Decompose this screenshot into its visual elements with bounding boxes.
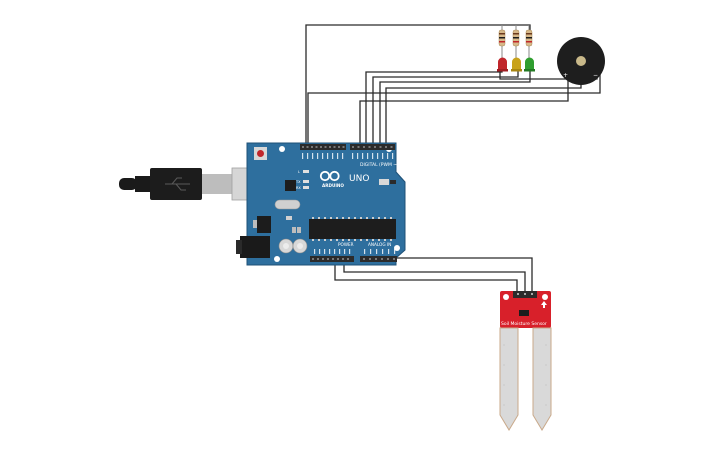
wire-sensor-vcc[interactable] bbox=[334, 259, 518, 294]
usb-strain-relief bbox=[135, 176, 153, 192]
usb-cable[interactable] bbox=[119, 167, 267, 201]
mount-hole bbox=[274, 256, 280, 262]
sensor-probe-left bbox=[499, 327, 519, 431]
arduino-uno-board[interactable]: DIGITAL (PWM ~) L TX RX ARDUINO UNO bbox=[236, 142, 406, 266]
wire-gnd-2[interactable] bbox=[359, 78, 569, 146]
voltage-regulator bbox=[257, 216, 271, 233]
wire-top[interactable] bbox=[305, 24, 531, 146]
crystal bbox=[274, 199, 301, 210]
power-jack[interactable] bbox=[240, 236, 270, 258]
sensor-probe-right bbox=[532, 327, 552, 431]
board-model: UNO bbox=[349, 174, 369, 184]
led-tx bbox=[303, 180, 309, 183]
power-jack-lip bbox=[236, 240, 242, 254]
sensor-hole bbox=[503, 294, 509, 300]
regulator-tab bbox=[253, 220, 257, 228]
usb-cable-end bbox=[119, 178, 137, 190]
wire-led-yellow[interactable] bbox=[372, 70, 519, 146]
smd-part bbox=[297, 227, 301, 233]
atmega-pins bbox=[312, 217, 392, 241]
sensor-hole bbox=[542, 294, 548, 300]
led-rx bbox=[303, 186, 309, 189]
reset-button-cap bbox=[257, 150, 264, 157]
buzzer-plus-label: + bbox=[563, 72, 568, 79]
rx-label: RX bbox=[296, 186, 301, 190]
sensor-chip bbox=[519, 310, 529, 316]
capacitor-top bbox=[297, 243, 303, 249]
sensor-label: Soil Moisture Sensor bbox=[501, 321, 547, 327]
resistor-green[interactable] bbox=[525, 25, 533, 60]
piezo-buzzer[interactable]: + − bbox=[557, 37, 605, 85]
icsp-pins bbox=[390, 180, 396, 184]
analog-label: ANALOG IN bbox=[368, 242, 391, 247]
header-top-right bbox=[350, 144, 395, 150]
led-green[interactable] bbox=[524, 57, 535, 72]
usb-chip bbox=[285, 180, 296, 191]
l-label: L bbox=[298, 170, 300, 174]
tx-label: TX bbox=[295, 180, 301, 184]
pin-label-marks bbox=[302, 153, 394, 159]
bottom-pin-label-marks bbox=[314, 249, 396, 254]
digital-label: DIGITAL (PWM ~) bbox=[360, 162, 399, 168]
led-red[interactable] bbox=[497, 57, 508, 72]
icsp-header bbox=[379, 179, 389, 185]
mount-hole bbox=[279, 146, 285, 152]
resistor-yellow[interactable] bbox=[512, 25, 520, 60]
probe-dots bbox=[503, 344, 547, 406]
header-analog bbox=[360, 256, 397, 262]
buzzer-minus-label: − bbox=[593, 72, 598, 79]
arduino-brand: ARDUINO bbox=[322, 183, 344, 188]
wire-gnd-1[interactable] bbox=[307, 72, 601, 146]
sensor-flame-icon bbox=[541, 301, 547, 308]
smd-part bbox=[286, 216, 292, 220]
smd-part bbox=[292, 227, 296, 233]
soil-moisture-sensor[interactable]: Soil Moisture Sensor bbox=[499, 291, 552, 431]
sensor-board bbox=[500, 291, 551, 328]
resistor-red[interactable] bbox=[498, 25, 506, 60]
usb-plug-metal bbox=[202, 174, 232, 194]
buzzer-center bbox=[576, 56, 586, 66]
power-label: POWER bbox=[338, 242, 354, 247]
header-top-left bbox=[300, 144, 346, 150]
usb-icon bbox=[165, 177, 190, 191]
header-top-pins bbox=[302, 146, 393, 148]
led-resistor-group[interactable] bbox=[497, 25, 535, 72]
mount-hole bbox=[394, 245, 400, 251]
header-bottom-pins bbox=[312, 258, 395, 260]
atmega-chip bbox=[309, 219, 396, 239]
arduino-logo-icon bbox=[319, 170, 340, 182]
wire-led-green[interactable] bbox=[379, 70, 531, 146]
led-l bbox=[303, 170, 309, 173]
capacitor-top bbox=[283, 243, 289, 249]
led-yellow[interactable] bbox=[511, 57, 522, 72]
